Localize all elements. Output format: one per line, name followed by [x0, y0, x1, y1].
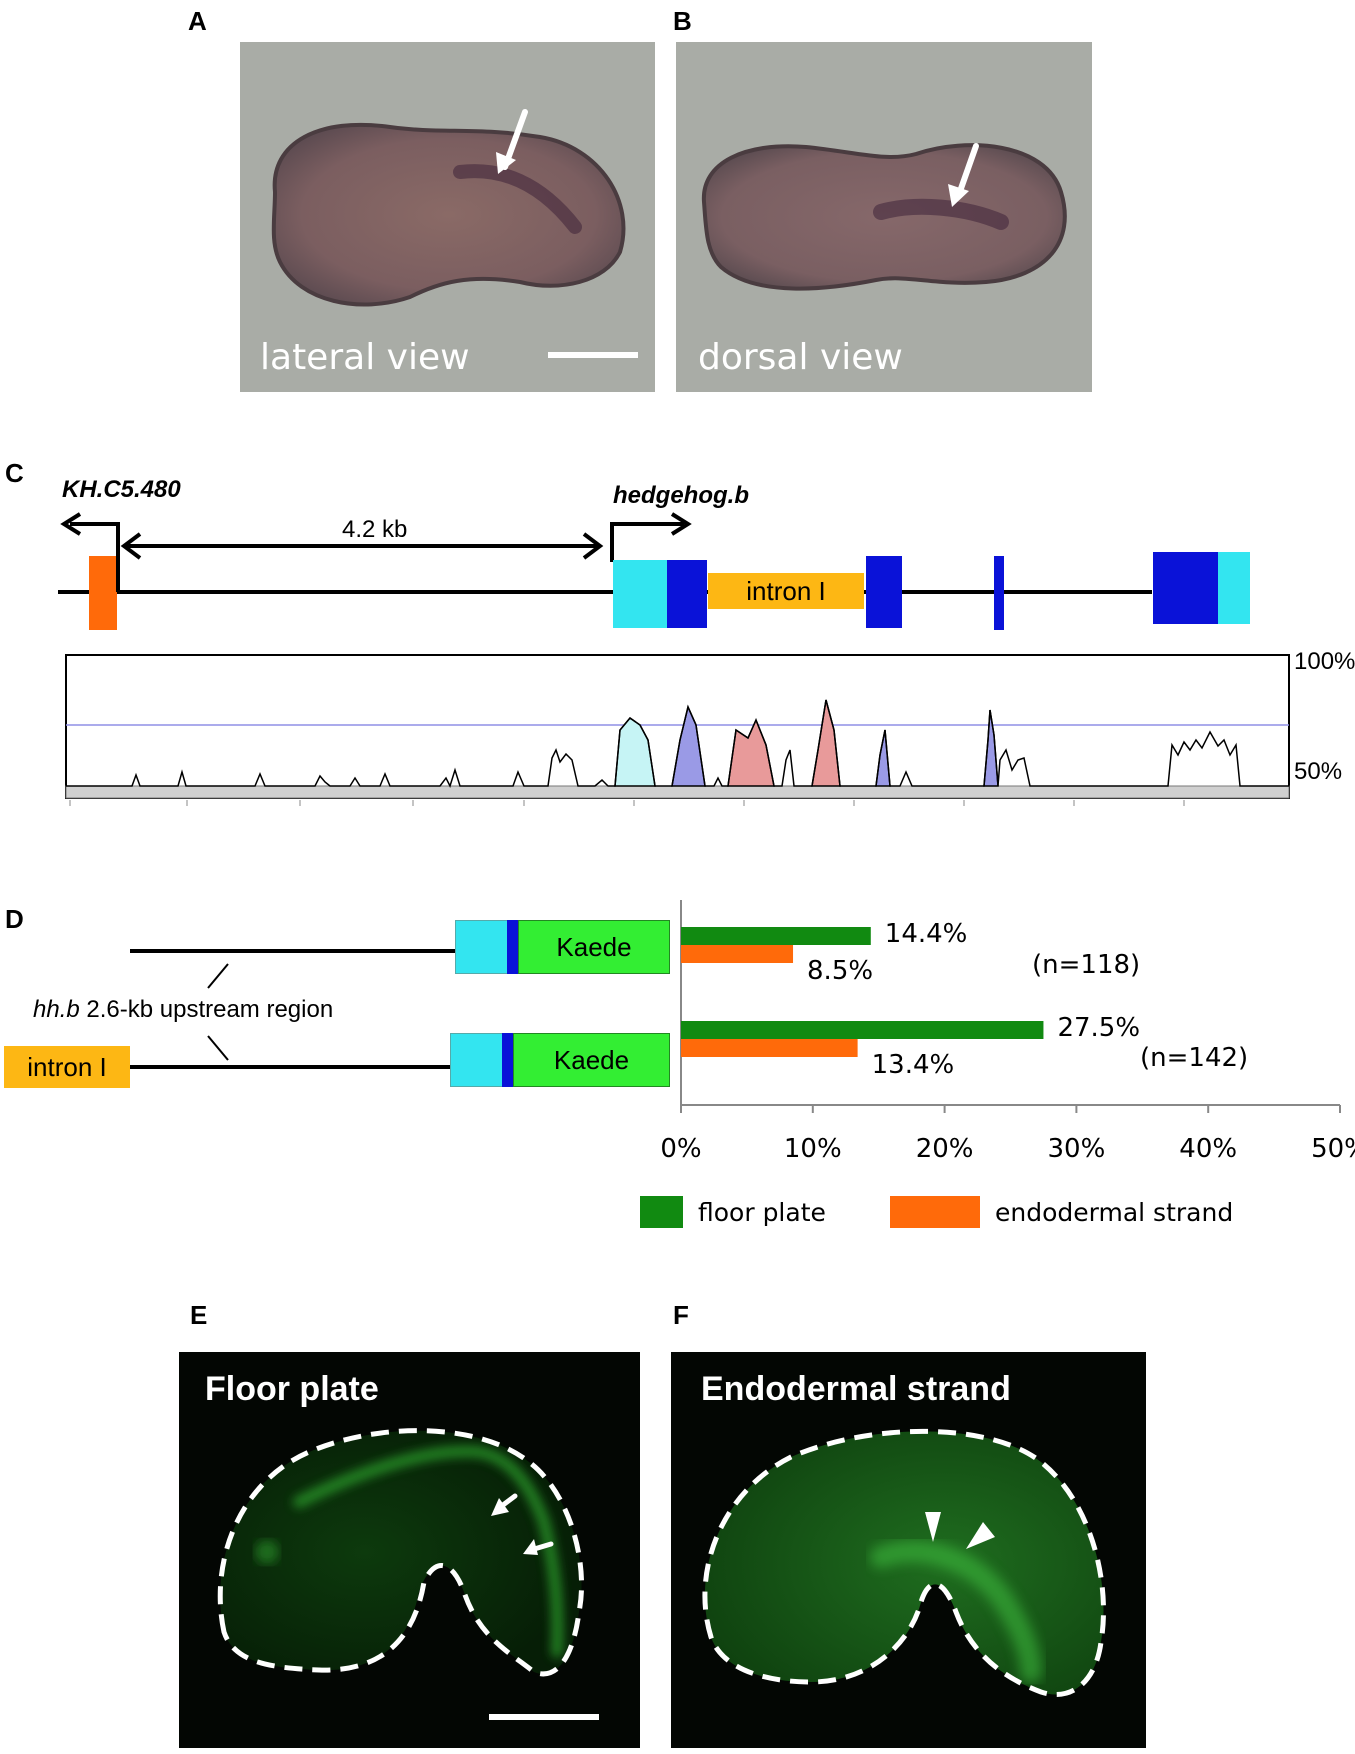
floor-plate-photo: Floor plate [179, 1352, 640, 1748]
bar-floor-plate [681, 927, 871, 945]
legend-swatch [890, 1196, 980, 1228]
x-tick-label: 50% [1311, 1134, 1355, 1164]
bar-value-label: 13.4% [872, 1050, 955, 1080]
gene-label-kh-c5-480: KH.C5.480 [62, 476, 181, 503]
gene-structure-diagram [58, 512, 1250, 630]
gene-label-hedgehog-b: hedgehog.b [613, 482, 749, 509]
exon2 [866, 556, 902, 628]
dorsal-view-caption: dorsal view [698, 337, 903, 378]
exon4-utr [1218, 552, 1250, 624]
sample-size-label: (n=142) [1140, 1043, 1248, 1073]
x-tick-label: 30% [1048, 1134, 1106, 1164]
floor-plate-caption: Floor plate [205, 1370, 379, 1408]
plot-label-50: 50% [1294, 758, 1343, 785]
panel-label-d: D [5, 904, 24, 934]
conservation-plot [65, 654, 1290, 806]
x-tick-label: 20% [916, 1134, 974, 1164]
bar-floor-plate [681, 1021, 1044, 1039]
bar-endodermal-strand [681, 945, 794, 963]
construct2-coding [502, 1033, 513, 1087]
legend-swatch [640, 1196, 683, 1228]
kh-promoter-arrow [70, 522, 120, 592]
bar-endodermal-strand [681, 1039, 858, 1057]
hhb-promoter-arrow [610, 522, 684, 562]
construct-diagrams [130, 949, 456, 1069]
construct2-intron: intron I [4, 1046, 130, 1088]
legend-label: floor plate [698, 1198, 826, 1227]
plot-label-100: 100% [1294, 648, 1355, 675]
exon3 [994, 556, 1004, 630]
bar-value-label: 14.4% [885, 919, 968, 949]
x-tick-label: 0% [660, 1134, 701, 1164]
panel-label-e: E [190, 1300, 208, 1330]
construct1-coding [507, 920, 518, 974]
x-tick-label: 10% [784, 1134, 842, 1164]
legend-label: endodermal strand [995, 1198, 1233, 1227]
sample-size-label: (n=118) [1032, 950, 1140, 980]
construct1-utr [455, 920, 508, 974]
kh-c5-480-exon [89, 556, 117, 630]
upstream-region-label: hh.b 2.6-kb upstream region [33, 996, 333, 1024]
panel-label-a: A [188, 6, 207, 36]
panel-label-b: B [673, 6, 692, 36]
endodermal-strand-photo: Endodermal strand [671, 1352, 1146, 1748]
endodermal-strand-caption: Endodermal strand [701, 1370, 1011, 1408]
lateral-view-photo: lateral view [240, 42, 655, 392]
construct1-kaede: Kaede [518, 920, 670, 974]
bar-value-label: 27.5% [1057, 1013, 1140, 1043]
construct2-utr [450, 1033, 503, 1087]
intron-box [708, 573, 864, 609]
bar-value-label: 8.5% [807, 956, 873, 986]
expression-bar-chart: 0% 10% 20% 30% 40% 50% 14.4% 27.5% 8.5% 13.4% (n=1… [640, 900, 1355, 1228]
exon1-utr [613, 560, 669, 628]
upstream-region-gene: hh.b [33, 996, 80, 1023]
exon4-coding [1153, 552, 1219, 624]
panel-label-c: C [5, 458, 24, 488]
upstream-region-text: 2.6-kb upstream region [79, 996, 334, 1023]
dorsal-view-photo: dorsal view [676, 42, 1092, 392]
exon1-coding [667, 560, 707, 628]
intron-label: intron I [746, 575, 826, 606]
lateral-view-caption: lateral view [260, 337, 470, 378]
panel-label-f: F [673, 1300, 689, 1330]
x-tick-label: 40% [1179, 1134, 1237, 1164]
construct2-kaede: Kaede [513, 1033, 670, 1087]
distance-label: 4.2 kb [342, 516, 408, 543]
